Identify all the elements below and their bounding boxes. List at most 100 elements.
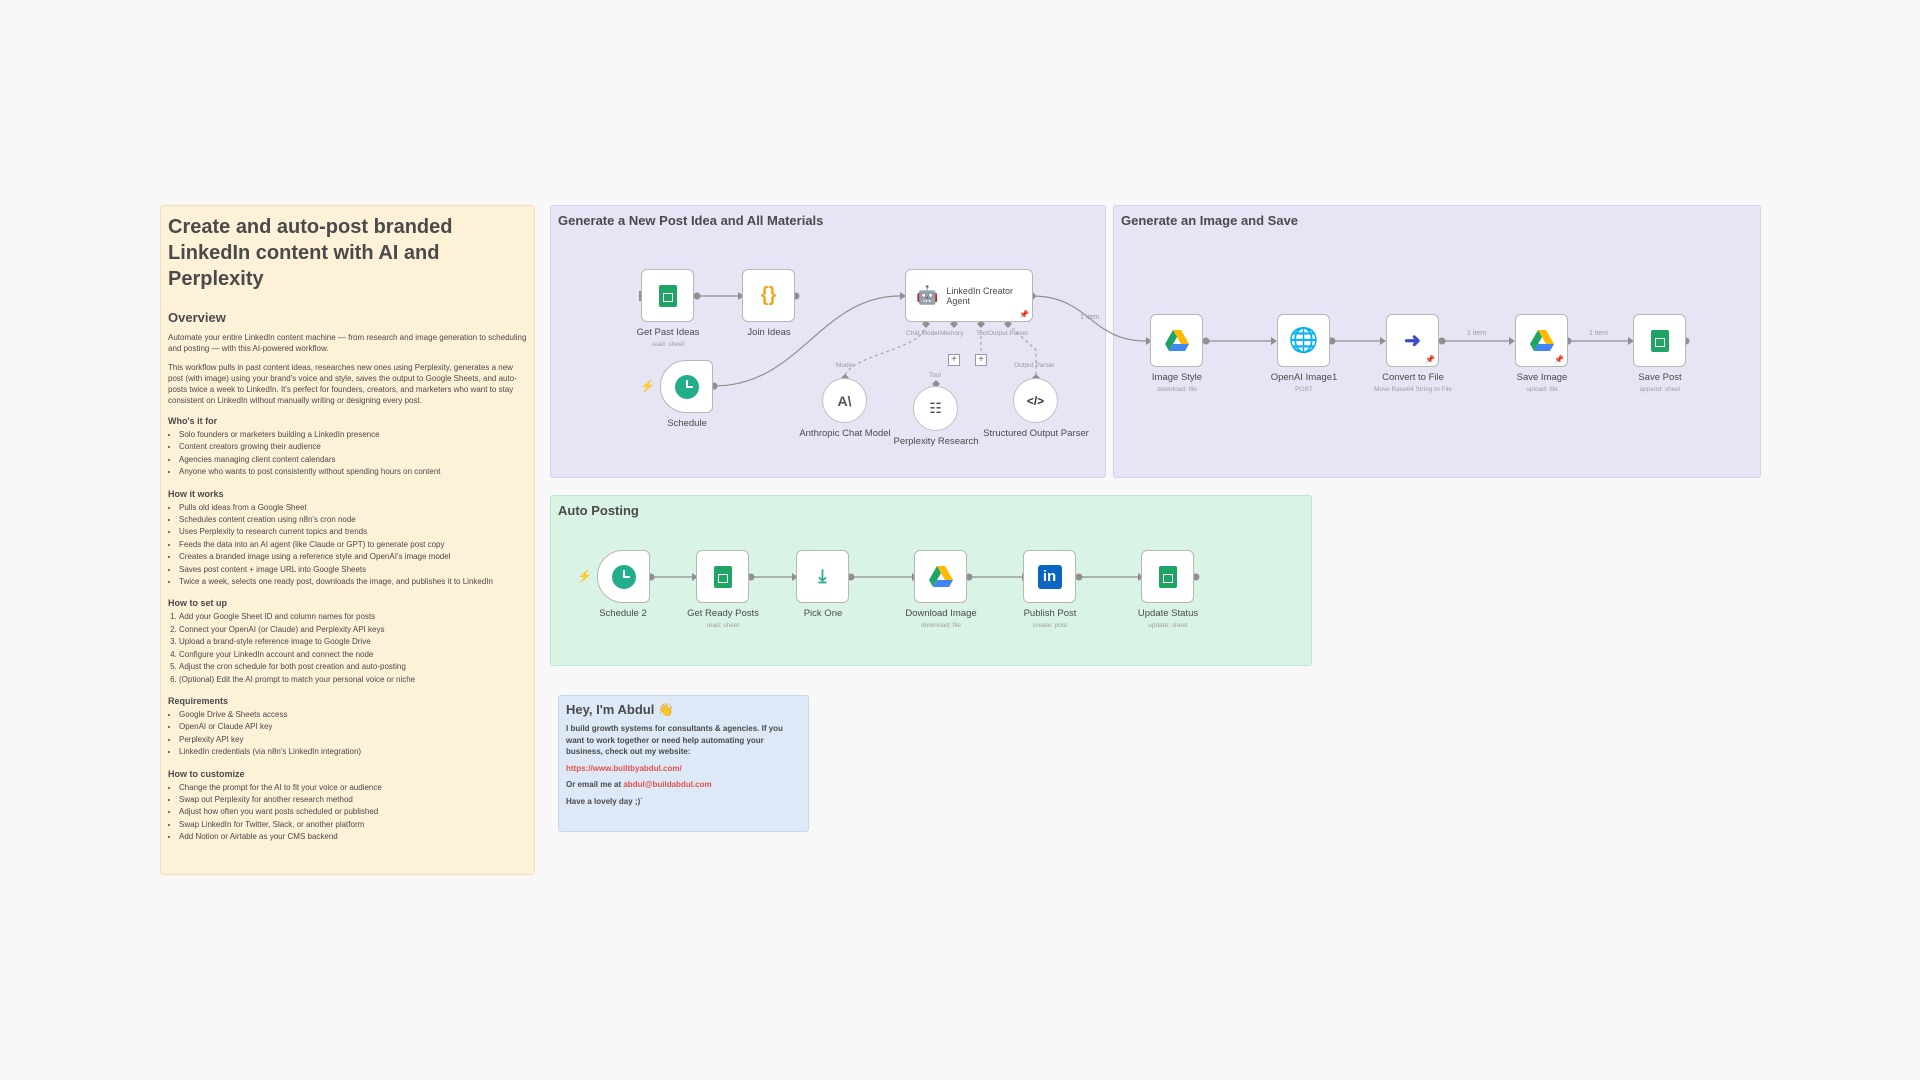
convert-to-file-node[interactable]: ➜ 📌 — [1386, 314, 1439, 367]
schedule-trigger-node[interactable] — [660, 360, 713, 413]
node-subtitle: create: post — [1033, 622, 1067, 629]
image-style-node[interactable] — [1150, 314, 1203, 367]
anthropic-icon: A\ — [837, 392, 852, 409]
note-title: Create and auto-post branded LinkedIn co… — [168, 216, 453, 290]
list-item: Pulls old ideas from a Google Sheet — [179, 502, 527, 514]
node-label: Save Image — [1516, 372, 1568, 383]
author-title: Hey, I'm Abdul 👋 — [566, 702, 675, 717]
node-subtitle: download: file — [1157, 386, 1197, 393]
list-item: OpenAI or Claude API key — [179, 721, 527, 733]
node-label: Get Ready Posts — [687, 608, 759, 619]
linkedin-icon: in — [1037, 564, 1062, 589]
save-post-node[interactable] — [1633, 314, 1686, 367]
node-label: Image Style — [1151, 372, 1203, 383]
list-item: Change the prompt for the AI to fit your… — [179, 782, 527, 794]
perplexity-icon: ☷ — [929, 400, 942, 416]
port-label: Model — [836, 362, 854, 369]
info-sticky-note[interactable]: Create and auto-post branded LinkedIn co… — [160, 205, 535, 875]
setup-list: Add your Google Sheet ID and column name… — [168, 611, 527, 685]
overview-paragraph-2: This workflow pulls in past content idea… — [168, 363, 517, 405]
node-subtitle: Move Base64 String to File — [1373, 386, 1453, 393]
node-label: Convert to File — [1382, 372, 1444, 383]
download-arrow-icon: ⤓ — [818, 566, 827, 586]
edge-label: 1 item — [1589, 330, 1609, 337]
node-label: Perplexity Research — [893, 436, 979, 447]
how-list: Pulls old ideas from a Google Sheet Sche… — [168, 502, 527, 589]
google-sheets-icon — [1650, 329, 1669, 352]
trigger-bolt-icon: ⚡ — [640, 379, 655, 393]
email-link[interactable]: abdul@buildabdul.com — [623, 780, 712, 789]
perplexity-research-node[interactable]: ☷ — [913, 386, 958, 431]
list-item: Adjust how often you want posts schedule… — [179, 806, 527, 818]
customize-heading: How to customize — [168, 768, 245, 779]
port-label: Tool — [929, 372, 941, 379]
add-memory-button[interactable]: + — [948, 354, 960, 366]
anthropic-chat-model-node[interactable]: A\ — [822, 378, 867, 423]
google-drive-icon — [1529, 329, 1554, 351]
pin-icon: 📌 — [1019, 310, 1029, 319]
port-label: Tool — [976, 330, 988, 337]
google-drive-icon — [1164, 329, 1189, 351]
pin-icon: 📌 — [1425, 355, 1435, 364]
customize-list: Change the prompt for the AI to fit your… — [168, 782, 527, 844]
node-label: Schedule — [667, 418, 707, 429]
list-item: Connect your OpenAI (or Claude) and Perp… — [179, 624, 527, 636]
port-label: Output Parser — [1014, 362, 1055, 369]
schedule-2-trigger-node[interactable] — [597, 550, 650, 603]
download-image-node[interactable] — [914, 550, 967, 603]
join-ideas-node[interactable]: {} — [742, 269, 795, 322]
clock-icon — [674, 374, 699, 399]
openai-image-node[interactable]: 🌐 — [1277, 314, 1330, 367]
list-item: Google Drive & Sheets access — [179, 709, 527, 721]
port-label: Chat Model — [906, 330, 940, 337]
get-past-ideas-node[interactable] — [641, 269, 694, 322]
list-item: Content creators growing their audience — [179, 441, 527, 453]
trigger-bolt-icon: ⚡ — [577, 569, 592, 583]
node-label: Save Post — [1638, 372, 1682, 383]
port-label: Memory — [940, 330, 964, 337]
node-label: OpenAI Image1 — [1270, 372, 1338, 383]
pick-one-node[interactable]: ⤓ — [796, 550, 849, 603]
list-item: Upload a brand-style reference image to … — [179, 636, 527, 648]
list-item: Add Notion or Airtable as your CMS backe… — [179, 831, 527, 843]
list-item: Perplexity API key — [179, 734, 527, 746]
edge-label: 1 item — [1080, 314, 1100, 321]
requirements-list: Google Drive & Sheets access OpenAI or C… — [168, 709, 527, 759]
update-status-node[interactable] — [1141, 550, 1194, 603]
code-brackets-icon: </> — [1026, 393, 1045, 408]
overview-paragraph-1: Automate your entire LinkedIn content ma… — [168, 333, 527, 353]
website-link[interactable]: https://www.builtbyabdul.com/ — [566, 763, 682, 773]
list-item: Configure your LinkedIn account and conn… — [179, 649, 527, 661]
list-item: Add your Google Sheet ID and column name… — [179, 611, 527, 623]
section-title: Auto Posting — [558, 503, 639, 518]
save-image-node[interactable]: 📌 — [1515, 314, 1568, 367]
node-subtitle: append: sheet — [1639, 386, 1681, 393]
section-title: Generate a New Post Idea and All Materia… — [558, 213, 824, 228]
node-subtitle: read: sheet — [706, 622, 740, 629]
list-item: LinkedIn credentials (via n8n's LinkedIn… — [179, 746, 527, 758]
node-label: Update Status — [1137, 608, 1199, 619]
list-item: Uses Perplexity to research current topi… — [179, 526, 527, 538]
linkedin-creator-agent-node[interactable]: 🤖 LinkedIn Creator Agent 📌 — [905, 269, 1033, 322]
node-subtitle: upload: file — [1526, 386, 1558, 393]
get-ready-posts-node[interactable] — [696, 550, 749, 603]
node-label: Pick One — [803, 608, 843, 619]
node-subtitle: update: sheet — [1148, 622, 1188, 629]
node-label: Get Past Ideas — [636, 327, 700, 338]
node-label: Join Ideas — [747, 327, 791, 338]
node-subtitle: download: file — [921, 622, 961, 629]
node-label: Structured Output Parser — [983, 428, 1089, 439]
node-label: Publish Post — [1023, 608, 1077, 619]
node-subtitle: POST — [1295, 386, 1313, 393]
add-tool-button[interactable]: + — [975, 354, 987, 366]
robot-icon: 🤖 — [916, 285, 939, 305]
list-item: (Optional) Edit the AI prompt to match y… — [179, 674, 527, 686]
publish-post-node[interactable]: in — [1023, 550, 1076, 603]
author-sticky-note[interactable]: Hey, I'm Abdul 👋 I build growth systems … — [558, 695, 809, 832]
list-item: Adjust the cron schedule for both post c… — [179, 661, 527, 673]
list-item: Solo founders or marketers building a Li… — [179, 429, 527, 441]
structured-output-parser-node[interactable]: </> — [1013, 378, 1058, 423]
node-label: LinkedIn Creator Agent — [946, 285, 1013, 306]
code-icon: {} — [760, 284, 777, 306]
section-title: Generate an Image and Save — [1121, 213, 1299, 228]
